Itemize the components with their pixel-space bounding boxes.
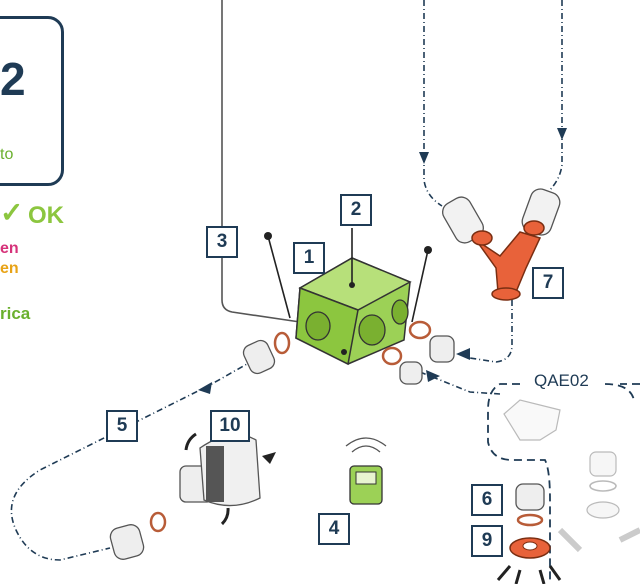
label-1: 1 <box>293 242 325 274</box>
label-6: 6 <box>471 484 503 516</box>
label-4: 4 <box>318 513 350 545</box>
label-9: 9 <box>471 525 503 557</box>
arrow-right-out <box>426 370 440 382</box>
arrow-left-in <box>456 348 470 360</box>
label-10: 10 <box>210 410 250 442</box>
duct-top-right <box>548 0 562 192</box>
spigot-left <box>241 333 289 376</box>
qae-enclosure-right <box>605 384 634 400</box>
arrow-left-5 <box>198 382 212 394</box>
label-7: 7 <box>532 267 564 299</box>
spigot-bottom-left <box>108 513 165 561</box>
cable-3 <box>222 0 300 322</box>
spigot-right-top <box>410 322 454 362</box>
remote-controller <box>346 438 386 504</box>
spigot-right-bottom <box>383 348 422 384</box>
label-5: 5 <box>106 410 138 442</box>
qae-parts <box>504 400 640 550</box>
duct-y-to-box <box>470 300 512 362</box>
duct-top-left <box>424 0 442 206</box>
label-2: 2 <box>340 194 372 226</box>
arrow-down-left <box>419 152 429 164</box>
spigot-6 <box>516 484 544 525</box>
label-3: 3 <box>206 226 238 258</box>
outlet-valve <box>180 434 276 524</box>
arrow-down-right <box>557 128 567 140</box>
qae02-label: QAE02 <box>534 371 589 391</box>
